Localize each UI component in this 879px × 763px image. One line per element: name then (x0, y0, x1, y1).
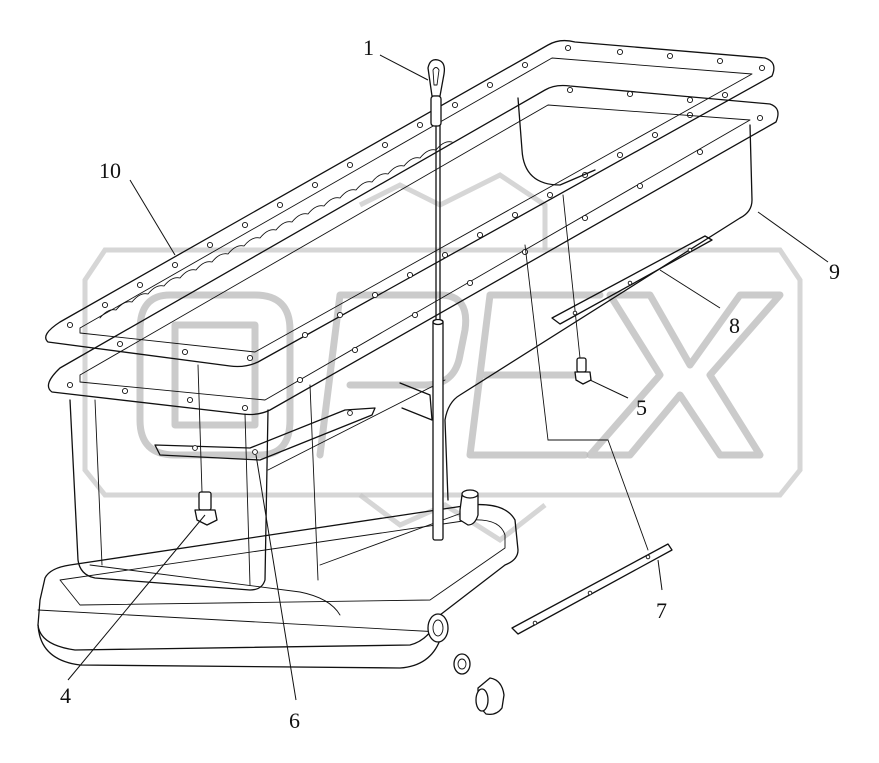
gasket-part-10 (45, 39, 775, 368)
callout-10: 10 (99, 158, 121, 183)
dipstick-part-1 (427, 59, 446, 541)
callout-1: 1 (363, 35, 374, 60)
callout-7: 7 (656, 598, 667, 623)
callout-labels: 1 4 5 6 7 8 9 10 (60, 35, 840, 733)
callout-6: 6 (289, 708, 300, 733)
strip-part-8 (551, 235, 713, 325)
drain-plug-assembly (453, 653, 505, 716)
callout-5: 5 (636, 395, 647, 420)
callout-9: 9 (829, 259, 840, 284)
bolt-part-5 (562, 194, 592, 385)
callout-leaders (67, 54, 829, 701)
opex-watermark (82, 172, 803, 544)
callout-4: 4 (60, 683, 71, 708)
strip-part-7 (511, 244, 673, 635)
bolt-part-4 (194, 364, 218, 526)
callout-8: 8 (729, 313, 740, 338)
oil-pan-body-part-9 (47, 84, 779, 591)
